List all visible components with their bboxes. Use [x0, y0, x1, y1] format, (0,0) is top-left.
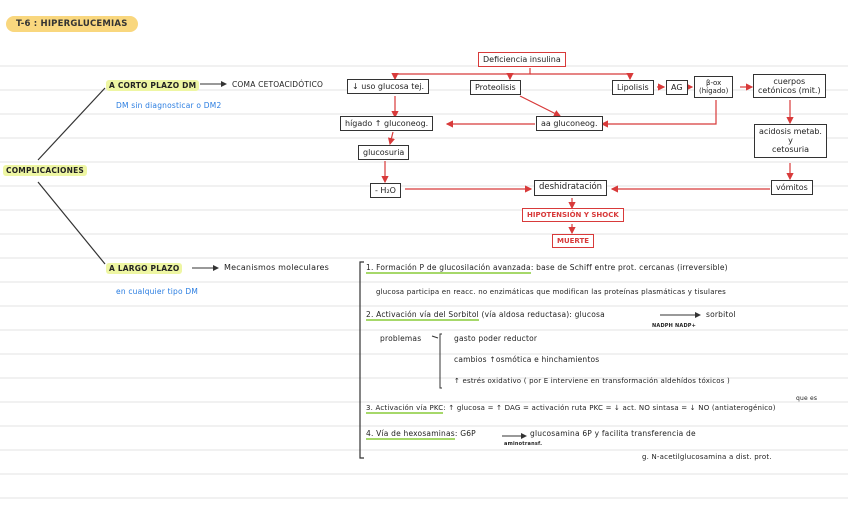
- problem-1: gasto poder reductor: [454, 334, 538, 343]
- mechanism-3: 3. Activación vía PKC: ↑ glucosa = ↑ DAG…: [366, 404, 776, 414]
- mechanism-2: 2. Activación vía del Sorbitol (vía aldo…: [366, 310, 605, 321]
- problemas-label: problemas: [380, 334, 422, 343]
- muerte-box: MUERTE: [552, 234, 595, 249]
- mechanism-4-title: 4. Vía de hexosaminas: [366, 429, 455, 440]
- mechanism-1-rest: : base de Schiff entre prot. cercanas (i…: [530, 263, 728, 272]
- cuerpos-box: cuerpos cetónicos (mit.): [753, 74, 826, 99]
- deshidratacion-box: deshidratación: [534, 180, 608, 196]
- mechanism-2-rest: (vía aldosa reductasa): glucosa: [481, 310, 605, 319]
- acidosis-box: acidosis metab. y cetosuria: [754, 124, 827, 158]
- mechanism-4-detail: g. N-acetilglucosamina a dist. prot.: [642, 453, 772, 461]
- short-term-label: A CORTO PLAZO DM: [106, 80, 200, 91]
- mechanism-3-rest: : ↑ glucosa = ↑ DAG = activación ruta PK…: [443, 404, 776, 412]
- long-term-label: A LARGO PLAZO: [106, 263, 183, 274]
- mechanism-2-product: sorbitol: [706, 310, 736, 319]
- long-term-result: Mecanismos moleculares: [224, 263, 330, 272]
- page-title: T-6 : HIPERGLUCEMIAS: [6, 16, 138, 32]
- long-term-note: en cualquier tipo DM: [116, 287, 198, 296]
- acidosis-line3: cetosuria: [771, 145, 809, 155]
- vomitos-box: vómitos: [771, 180, 813, 196]
- short-term-note: DM sin diagnosticar o DM2: [116, 101, 222, 110]
- mechanism-1: 1. Formación P de glucosilación avanzada…: [366, 263, 728, 274]
- mechanism-4-rest: : G6P: [454, 429, 476, 438]
- glucosuria-box: glucosuria: [358, 145, 410, 161]
- problem-3: ↑ estrés oxidativo ( por E interviene en…: [454, 377, 730, 385]
- mechanism-3-title: 3. Activación vía PKC: [366, 404, 444, 414]
- mechanism-2-cofactor: NADPH NADP+: [652, 323, 697, 329]
- hipotension-box: HIPOTENSIÓN Y SHOCK: [522, 208, 624, 223]
- mechanism-2-title: 2. Activación vía del Sorbitol: [366, 310, 479, 321]
- lipolisis-box: Lipolisis: [612, 80, 654, 96]
- mechanism-4: 4. Vía de hexosaminas: G6P: [366, 429, 476, 440]
- cuerpos-line2: cetónicos (mit.): [758, 86, 821, 96]
- ag-box: AG: [666, 80, 688, 96]
- mechanism-3-note: que es: [796, 395, 818, 402]
- mechanism-1-title: 1. Formación P de glucosilación avanzada: [366, 263, 531, 274]
- h2o-box: - H₂O: [370, 183, 401, 199]
- beta-ox-line1: β-ox: [706, 79, 722, 87]
- uso-glucosa-box: ↓ uso glucosa tej.: [347, 79, 430, 95]
- higado-box: hígado ↑ gluconeog.: [340, 116, 434, 132]
- aa-box: aa gluconeog.: [536, 116, 603, 132]
- cuerpos-line1: cuerpos: [773, 77, 806, 86]
- beta-ox-box: β-ox (hígado): [694, 76, 734, 99]
- short-term-result: COMA CETOACIDÓTICO: [232, 80, 324, 89]
- mechanism-1-detail: glucosa participa en reacc. no enzimátic…: [376, 288, 726, 296]
- deficiencia-box: Deficiencia insulina: [478, 52, 566, 68]
- mechanism-4-product: glucosamina 6P y facilita transferencia …: [530, 429, 696, 438]
- root-label: COMPLICACIONES: [3, 165, 87, 176]
- proteolisis-box: Proteolisis: [470, 80, 521, 96]
- acidosis-line2: y: [788, 136, 793, 146]
- acidosis-line1: acidosis metab.: [759, 127, 822, 136]
- mechanism-4-enzyme: aminotransf.: [504, 441, 543, 447]
- beta-ox-line2: (hígado): [699, 87, 729, 96]
- problem-2: cambios ↑osmótica e hinchamientos: [454, 355, 600, 364]
